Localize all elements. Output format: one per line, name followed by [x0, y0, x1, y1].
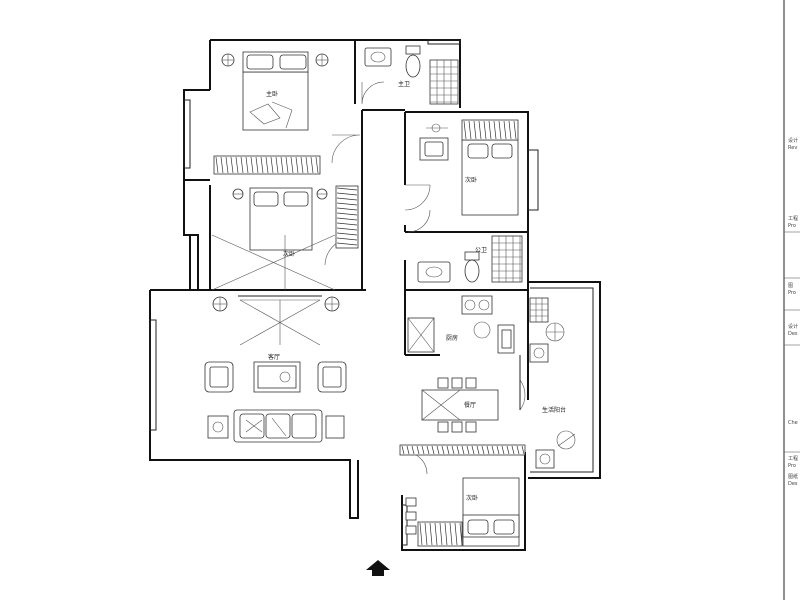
windows	[149, 39, 539, 546]
room-label-bedroom-mid: 次卧	[283, 250, 295, 258]
sidebar-label: 工程	[788, 455, 798, 462]
sidebar-label: Pro	[788, 463, 796, 469]
room-label-guest-bath: 公卫	[475, 247, 487, 254]
wardrobe-vertical	[335, 185, 359, 249]
guest-bath: 公卫	[417, 235, 523, 283]
bedroom-3: 次卧	[399, 444, 526, 547]
room-label-kitchen: 厨房	[446, 334, 458, 342]
sidebar-label: 设计	[788, 323, 798, 330]
room-label-master-bath: 主卫	[398, 80, 410, 88]
north-arrow-icon	[366, 560, 390, 576]
room-label-balcony: 生活阳台	[542, 406, 566, 414]
sidebar-label: Che	[788, 420, 798, 426]
bedroom-mid: 次卧	[211, 187, 336, 291]
title-block: 设计 Rev 工程 Pro 图 Pro 设计 Des Che 工程 Pro 图纸…	[783, 0, 800, 600]
kitchen: 厨房	[407, 295, 515, 354]
room-label-living-room: 客厅	[268, 353, 280, 361]
master-bedroom: 主卧	[221, 51, 329, 131]
sidebar-label: Pro	[788, 223, 796, 229]
room-label-dining-room: 餐厅	[464, 401, 476, 409]
sidebar-label: 工程	[788, 215, 798, 222]
washing-machine-icon	[529, 343, 549, 363]
exterior-walls	[149, 39, 601, 551]
dining-table-icon	[421, 389, 499, 421]
master-bath: 主卫	[364, 45, 459, 105]
room-label-bedroom-3: 次卧	[466, 494, 478, 502]
sidebar-label: 设计	[788, 137, 798, 144]
sidebar-label: 图纸	[788, 473, 798, 480]
sidebar-label: Des	[788, 331, 798, 337]
sidebar-label: 图	[788, 283, 793, 289]
room-label-master-bedroom: 主卧	[266, 90, 278, 98]
toilet-icon	[464, 251, 480, 283]
wardrobe-horizontal	[213, 155, 321, 175]
balcony: 生活阳台	[529, 297, 576, 469]
toilet-icon	[405, 45, 421, 78]
sidebar-label: Rev	[788, 145, 797, 151]
sidebar-label: Pro	[788, 290, 796, 296]
bed-icon	[242, 71, 309, 131]
washing-machine-icon	[535, 449, 555, 469]
sidebar-label: Des	[788, 481, 798, 487]
dining-room: 餐厅	[421, 377, 499, 433]
living-room: 客厅	[204, 295, 347, 443]
bedroom-2: 次卧	[419, 119, 519, 216]
room-label-bedroom-2: 次卧	[465, 176, 477, 184]
